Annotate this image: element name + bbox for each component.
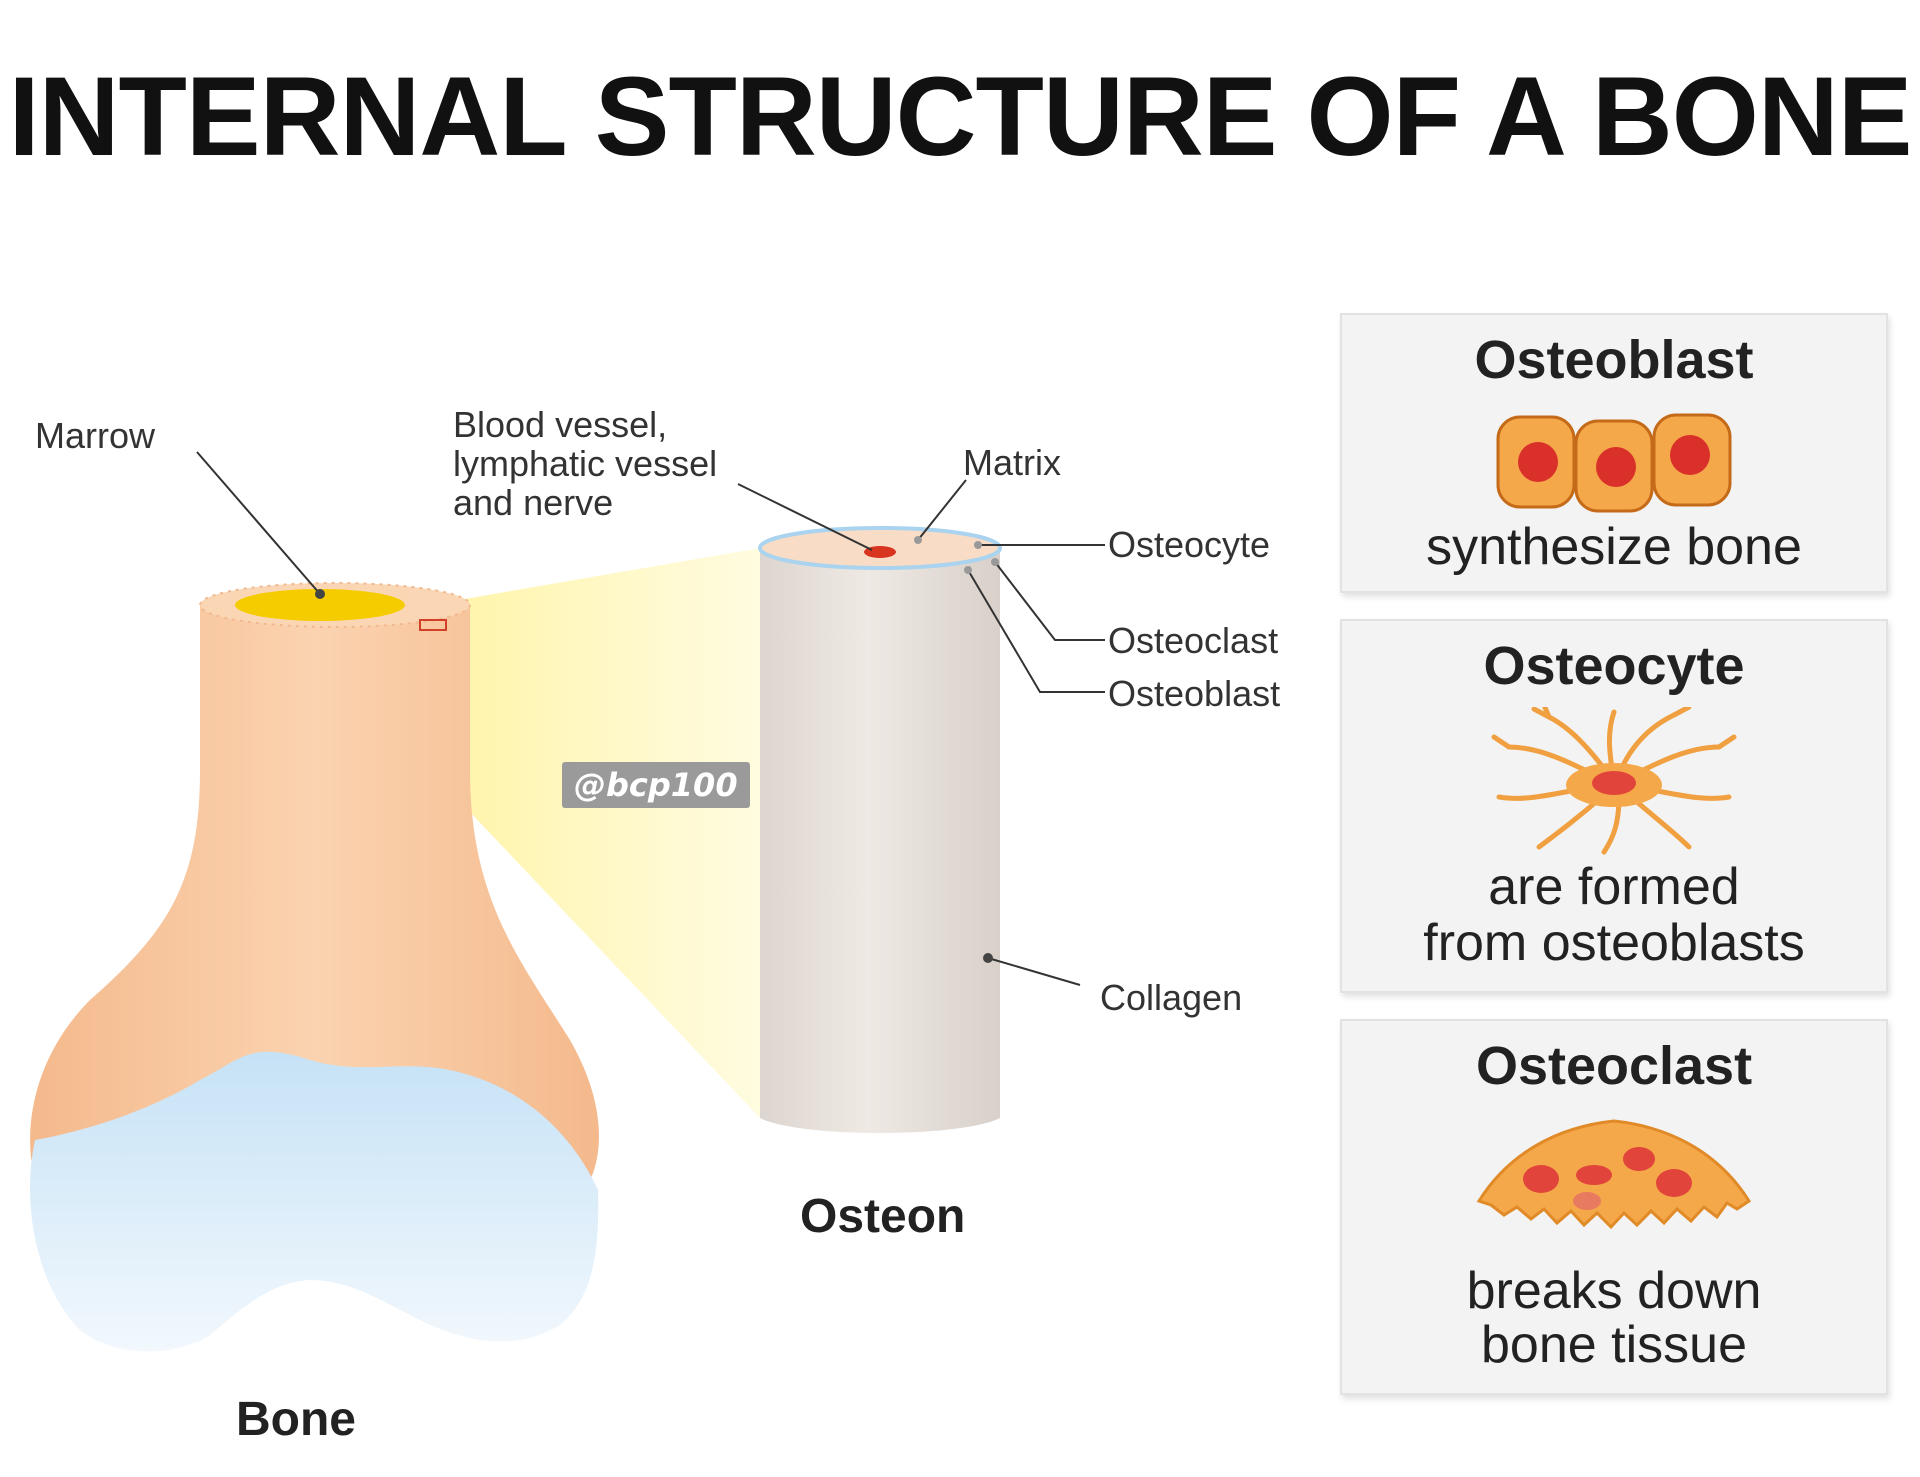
label-marrow: Marrow — [35, 415, 156, 456]
label-vessel-line1: Blood vessel, — [453, 404, 667, 445]
label-vessel-line3: and nerve — [453, 482, 613, 523]
label-osteoclast: Osteoclast — [1108, 620, 1278, 661]
panel-desc-line: breaks down — [1466, 1262, 1762, 1320]
label-bone: Bone — [236, 1393, 356, 1446]
page-title: INTERNAL STRUCTURE OF A BONE — [8, 54, 1913, 179]
panel-desc-line: bone tissue — [1481, 1316, 1747, 1374]
osteon-illustration — [758, 526, 1002, 1133]
panel-desc-line: from osteoblasts — [1423, 914, 1805, 972]
osteocyte-cell-icon — [1491, 707, 1737, 855]
bone-illustration — [30, 582, 599, 1352]
label-osteon: Osteon — [800, 1190, 965, 1243]
panel-osteoblast: Osteoblast synthesize bone — [1340, 313, 1888, 593]
osteoclast-cell-icon — [1476, 1119, 1752, 1230]
panel-desc-line: synthesize bone — [1426, 518, 1802, 576]
osteoblast-cells-icon — [1496, 413, 1732, 513]
zoom-beam — [430, 548, 760, 1118]
label-matrix: Matrix — [963, 442, 1061, 483]
label-collagen: Collagen — [1100, 977, 1242, 1018]
osteon-sample-marker — [419, 619, 447, 631]
label-vessel-line2: lymphatic vessel — [453, 443, 717, 484]
panel-title: Osteocyte — [1483, 636, 1745, 696]
marrow — [235, 589, 405, 621]
leader-lines — [196, 451, 1105, 986]
osteon-cylinder — [760, 548, 1000, 1133]
bone-shaft — [30, 605, 599, 1180]
panel-title: Osteoblast — [1474, 330, 1754, 390]
label-osteocyte: Osteocyte — [1108, 524, 1270, 565]
panel-desc-line: are formed — [1488, 858, 1740, 916]
watermark: @bcp100 — [562, 762, 750, 808]
panel-title: Osteoclast — [1475, 1036, 1753, 1096]
leader-dots — [315, 536, 999, 963]
panel-osteocyte: Osteocyte are formed from osteoblasts — [1340, 619, 1888, 993]
label-osteoblast: Osteoblast — [1108, 673, 1280, 714]
panel-osteoclast: Osteoclast breaks down bone tissue — [1340, 1019, 1888, 1395]
cartilage — [30, 1051, 599, 1352]
